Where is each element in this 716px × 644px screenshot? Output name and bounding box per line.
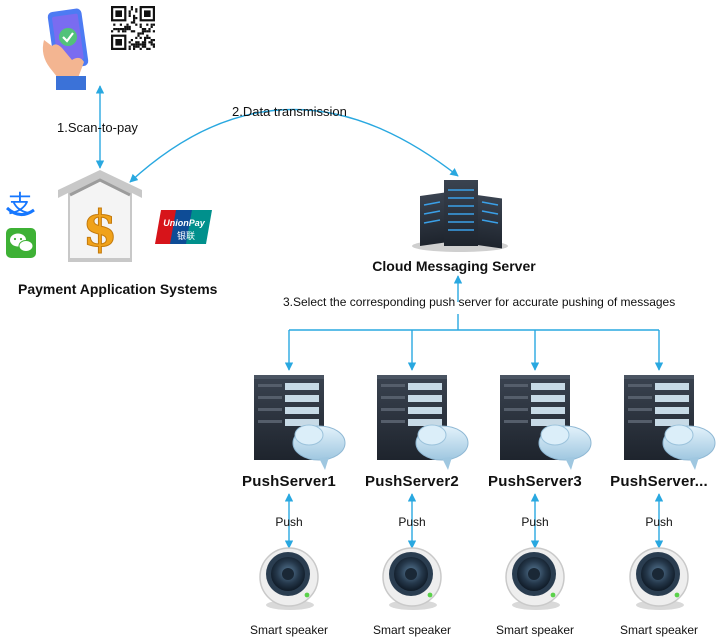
push-server-column [254,375,346,610]
alipay-icon: 支 [5,190,35,218]
push-label: Push [521,515,549,529]
wechat-icon [6,228,36,258]
unionpay-wordmark: UnionPay [163,218,206,228]
smart-speaker-label: Smart speaker [249,623,329,637]
phone-icon [42,8,89,90]
push-server-label: PushServer... [610,473,708,490]
push-server-column [624,375,716,610]
smart-speaker-icon [629,547,689,610]
push-server-column [377,375,469,610]
smart-speaker-label: Smart speaker [619,623,699,637]
distribution-lines [284,314,664,371]
smart-speaker-icon [505,547,565,610]
qr-code-icon [111,6,155,50]
push-server-label: PushServer1 [242,473,336,490]
label-payment-systems: Payment Application Systems [18,281,218,297]
label-data-transmission: 2.Data transmission [232,104,347,119]
label-scan-to-pay: 1.Scan-to-pay [57,120,138,135]
push-server-label: PushServer3 [488,473,582,490]
push-server-column [500,375,592,610]
smart-speaker-icon [259,547,319,610]
push-label: Push [275,515,303,529]
chat-bubble-icon [662,424,716,470]
unionpay-cn-wordmark: 银联 [177,230,195,242]
push-label: Push [645,515,673,529]
label-select-push: 3.Select the corresponding push server f… [283,295,676,309]
chat-bubble-icon [538,424,592,470]
smart-speaker-label: Smart speaker [372,623,452,637]
chat-bubble-icon [415,424,469,470]
push-server-label: PushServer2 [365,473,459,490]
label-cloud-server: Cloud Messaging Server [372,258,536,274]
chat-bubble-icon [292,424,346,470]
svg-text:$: $ [83,199,118,258]
push-server-icon [624,375,694,460]
smart-speaker-icon [382,547,442,610]
payment-house-icon: $ [58,170,142,262]
arrow-data-transmission [129,108,459,183]
smart-speaker-label: Smart speaker [495,623,575,637]
push-label: Push [398,515,426,529]
unionpay-logo: UnionPay 银联 [155,210,212,244]
cloud-server-icon [412,180,508,252]
